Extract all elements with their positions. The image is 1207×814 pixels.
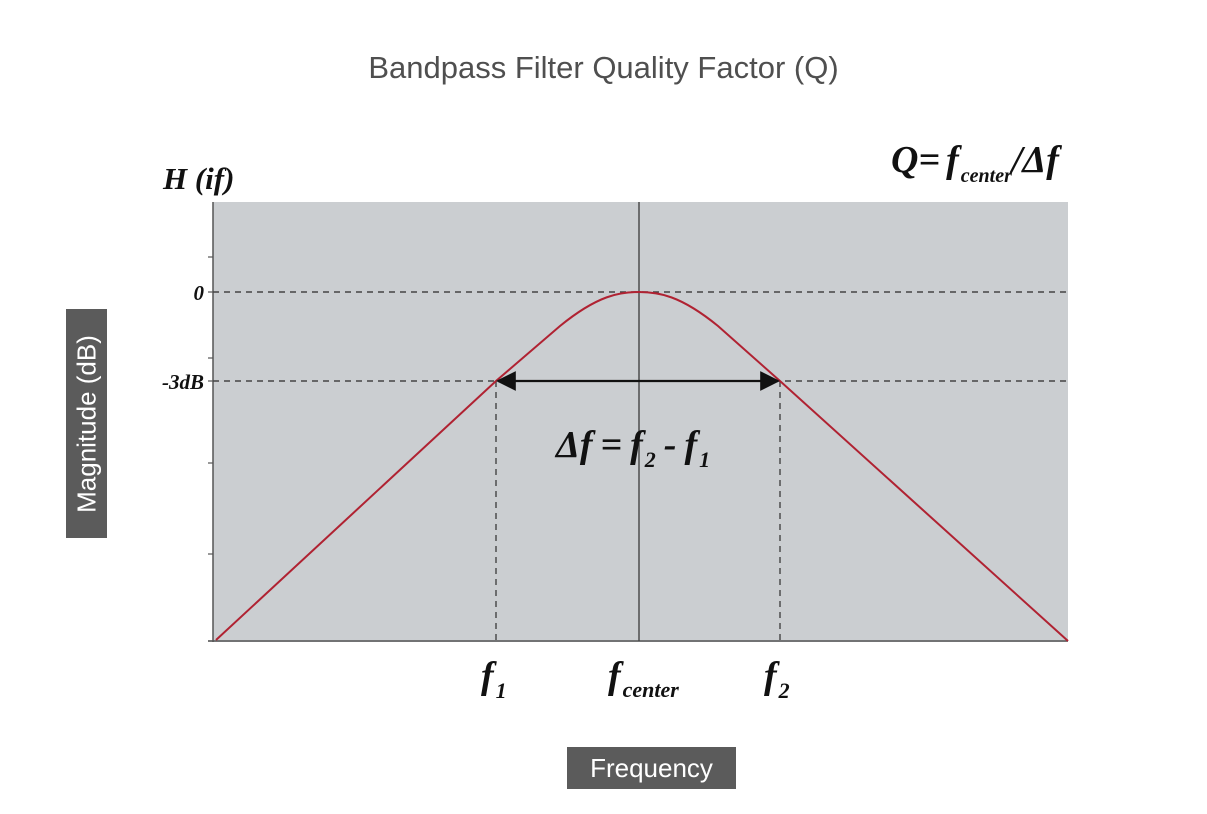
response-curve [215, 290, 1069, 642]
x-tick-f2: f2 [764, 655, 790, 703]
bandwidth-formula: Δf=f2-f1 [554, 424, 710, 472]
y-tick-minus3db: -3dB [162, 370, 204, 394]
x-tick-f1: f1 [481, 655, 507, 703]
y-tick-zero: 0 [194, 281, 205, 305]
x-tick-fcenter: fcenter [608, 655, 679, 702]
y-axis-title: Magnitude (dB) [71, 334, 101, 513]
plot-area [213, 202, 1068, 642]
diagram-title: Bandpass Filter Quality Factor (Q) [368, 50, 839, 85]
y-axis-title-box: Magnitude (dB) [66, 309, 107, 538]
x-axis-title-box: Frequency [567, 747, 736, 789]
x-axis-title: Frequency [590, 753, 713, 783]
function-label: H (if) [162, 161, 234, 196]
